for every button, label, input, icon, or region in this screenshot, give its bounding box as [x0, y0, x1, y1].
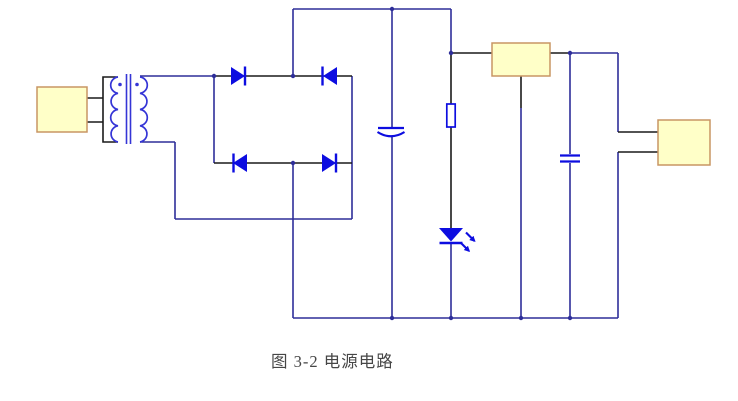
bridge-rectifier [231, 66, 338, 173]
series-resistor [445, 103, 457, 128]
transformer [109, 74, 149, 144]
wires-leads [87, 52, 658, 228]
ac-input-box [36, 86, 88, 133]
led-light-arrow [459, 241, 471, 253]
output-capacitor [560, 154, 580, 163]
filter-capacitor [376, 126, 406, 138]
wires-main [140, 8, 619, 319]
figure-caption: 图 3-2 电源电路 [271, 352, 394, 371]
primary-winding [109, 76, 119, 143]
diode-bottom-left [232, 153, 247, 173]
diode-top-left [231, 66, 247, 86]
indicator-led [439, 228, 476, 253]
secondary-winding [139, 76, 149, 143]
led-light-arrow [465, 231, 476, 243]
phase-dot-secondary [135, 82, 139, 87]
phase-dot-primary [118, 82, 122, 87]
diode-top-right [321, 66, 337, 86]
junction-dots [211, 6, 573, 321]
voltage-regulator-box [491, 42, 551, 77]
dc-output-box [657, 119, 711, 166]
transformer-core [125, 74, 132, 144]
diode-bottom-right [322, 153, 338, 173]
